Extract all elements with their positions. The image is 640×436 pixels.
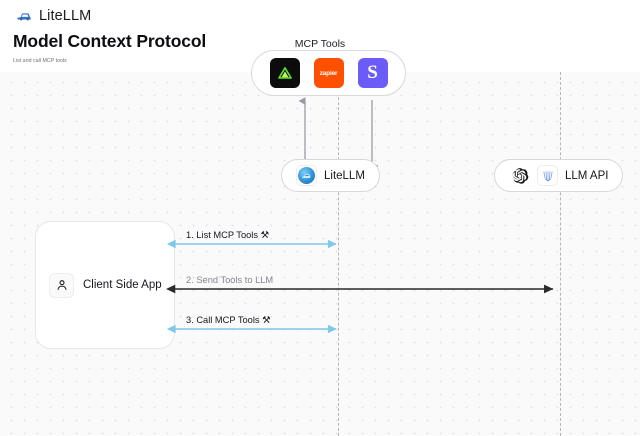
tools-glyph-icon: ⚒ — [259, 315, 271, 325]
mcp-tools-group-label: MCP Tools — [294, 38, 346, 50]
diagram-canvas[interactable]: MCP Tools zapier S — [0, 38, 640, 436]
page-heading-block: Model Context Protocol List and call MCP… — [13, 31, 206, 64]
page-title: Model Context Protocol — [13, 31, 207, 51]
tools-glyph-icon: ⚒ — [258, 230, 269, 240]
slack-s-tool-label: S — [367, 62, 378, 83]
client-side-app-box[interactable]: Client Side App — [35, 221, 175, 349]
user-person-icon — [49, 272, 74, 298]
triangle-tool-icon[interactable] — [269, 58, 300, 88]
anthropic-logo-icon — [537, 165, 558, 186]
page-subtitle: List and call MCP tools — [13, 58, 67, 64]
message-2-label: 2. Send Tools to LLM — [186, 275, 274, 285]
lifeline-litellm — [338, 72, 339, 436]
node-llm-api[interactable]: LLM API — [494, 159, 624, 192]
message-3-arrow — [166, 324, 337, 334]
openai-logo-icon — [509, 165, 530, 186]
litellm-avatar-icon — [296, 165, 317, 186]
brand-name-label: LiteLLM — [39, 7, 92, 24]
mcp-tools-box[interactable]: zapier S — [251, 50, 406, 96]
zapier-tool-label: zapier — [319, 69, 338, 77]
node-litellm[interactable]: LiteLLM — [281, 159, 380, 192]
top-navigation-bar: LiteLLM — [0, 0, 640, 31]
brand-logo-link[interactable]: LiteLLM — [16, 7, 91, 24]
message-1-label: 1. List MCP Tools ⚒ — [186, 230, 269, 240]
litellm-logo-icon — [16, 7, 33, 24]
message-2-arrow — [166, 284, 554, 294]
message-1-arrow — [166, 239, 337, 249]
client-side-app-label: Client Side App — [83, 279, 162, 291]
message-3-label: 3. Call MCP Tools ⚒ — [186, 315, 271, 325]
zapier-tool-icon[interactable]: zapier — [313, 58, 344, 88]
node-litellm-label: LiteLLM — [324, 169, 365, 182]
node-llm-api-label: LLM API — [565, 169, 609, 182]
mcp-litellm-arrows — [298, 97, 379, 170]
slack-s-tool-icon[interactable]: S — [357, 58, 388, 88]
lifeline-llm-api — [560, 72, 561, 436]
